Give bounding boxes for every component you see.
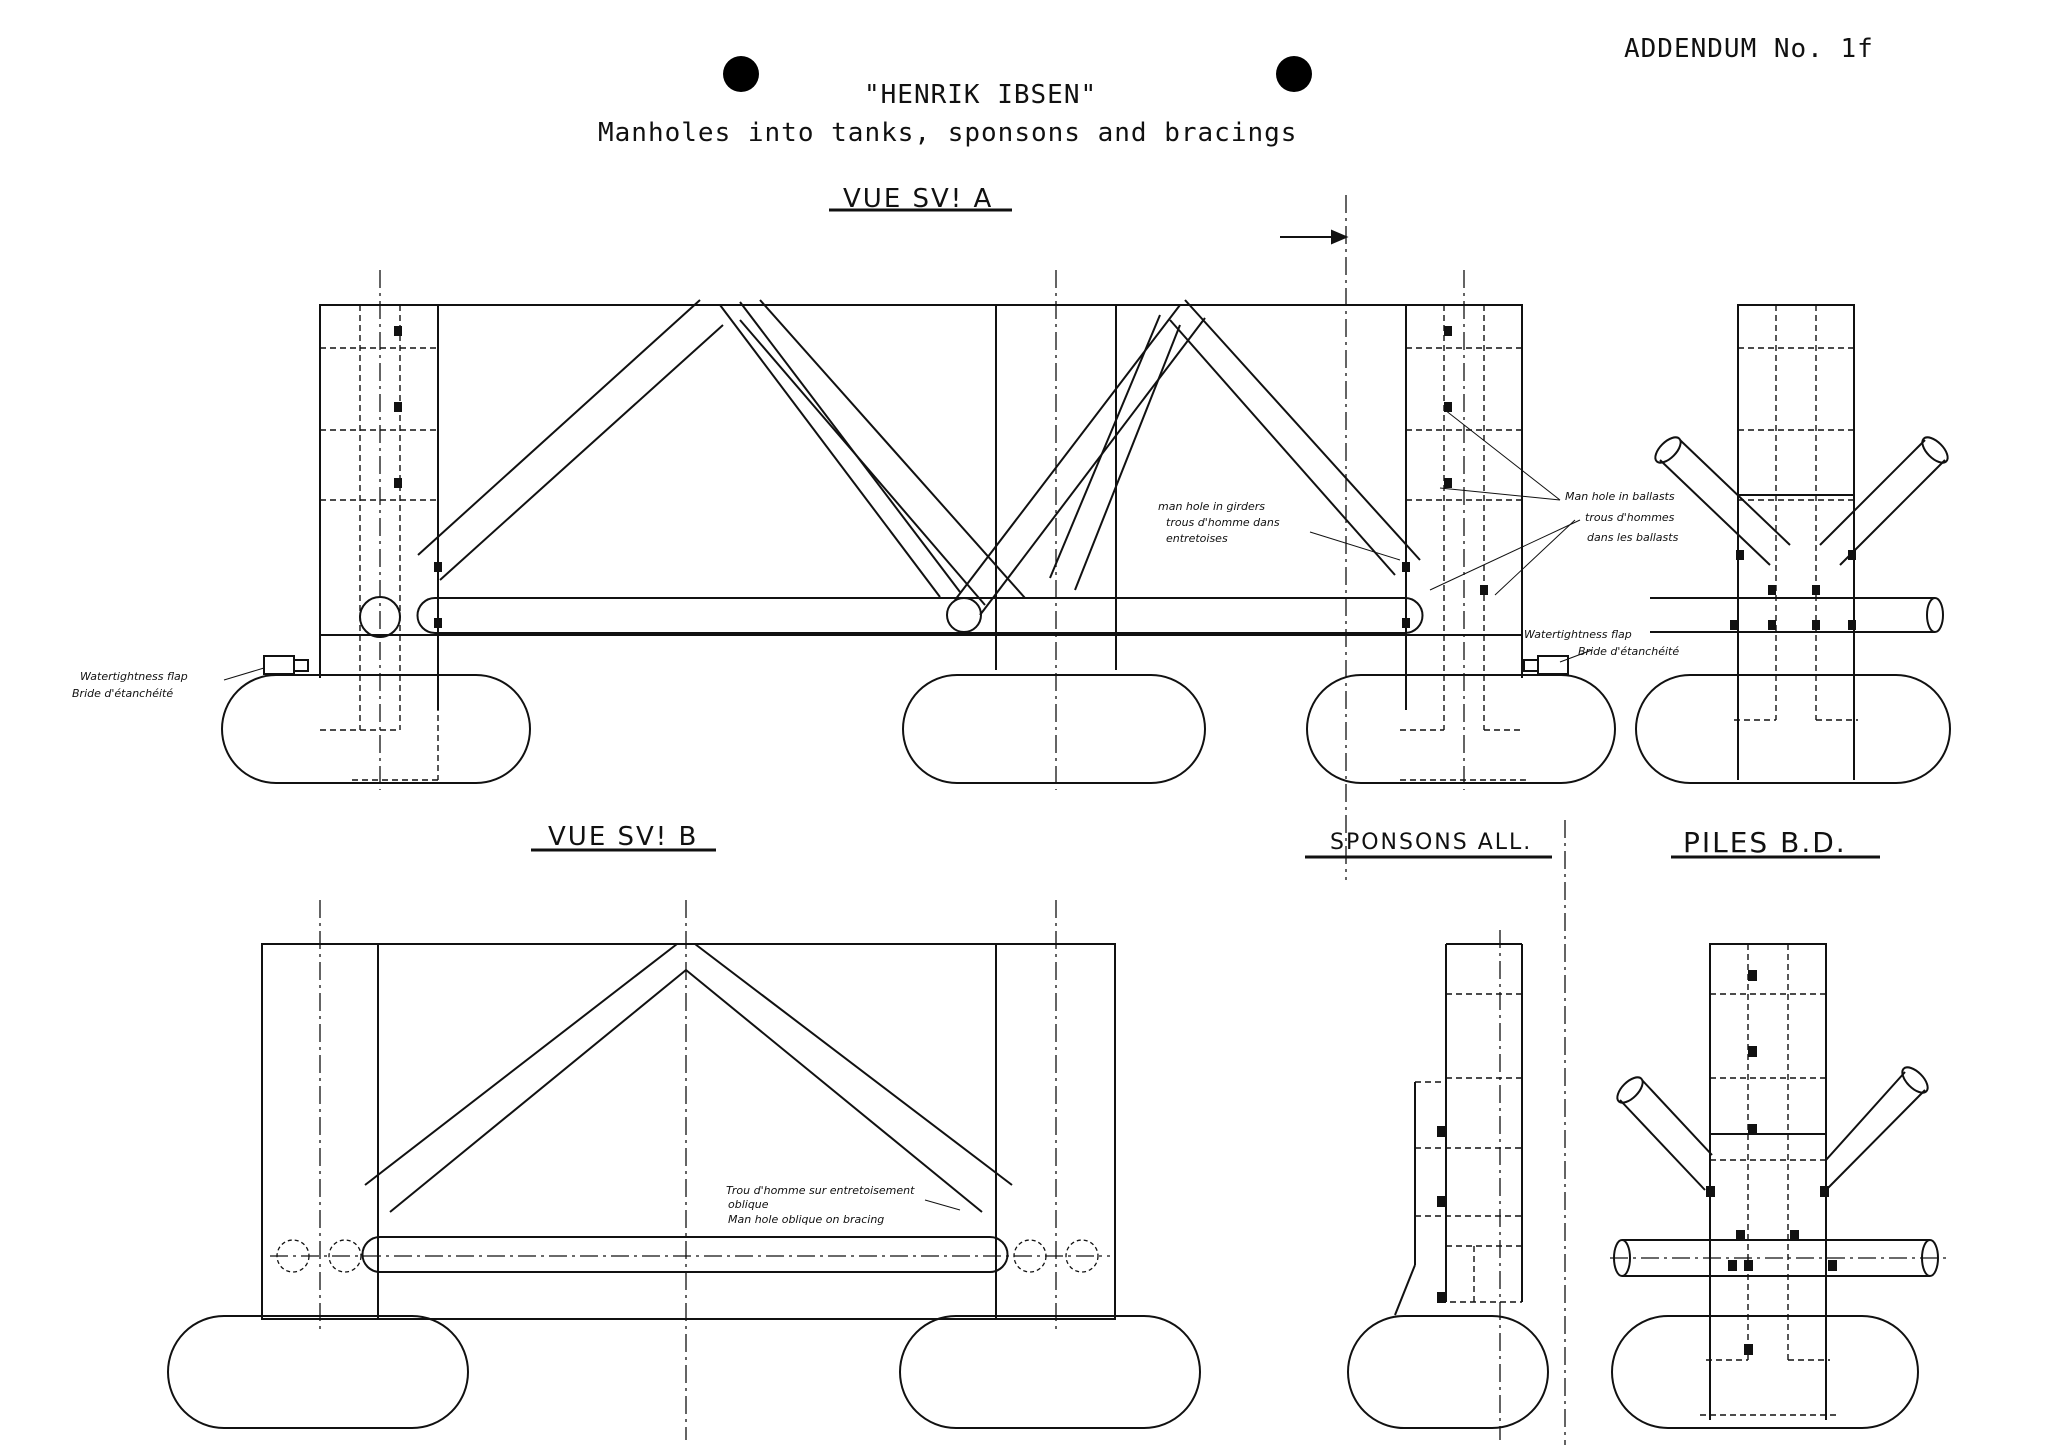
view-b-pontoon-right [899, 1315, 1201, 1429]
addendum-number: ADDENDUM No. 1f [1624, 34, 1874, 64]
annotation-bracing-fr-1: Trou d'homme sur entretoisement [726, 1184, 915, 1197]
sponson-manholes [1437, 1126, 1446, 1303]
view-a-hidden-lines [320, 305, 1530, 781]
piles-label: PILES B.D. [1683, 826, 1847, 859]
view-a-frame [319, 304, 1523, 636]
annotation-ballast-fr-1: trous d'hommes [1585, 511, 1675, 524]
pontoon-right [1306, 674, 1616, 784]
annotation-girders-fr-1: trous d'homme dans [1166, 516, 1280, 529]
punch-hole-left [723, 56, 759, 92]
sponsons-label: SPONSONS ALL. [1330, 830, 1533, 855]
pontoon-left [221, 674, 531, 784]
annotation-flap-right-en: Watertightness flap [1524, 628, 1632, 641]
view-a-manholes [394, 326, 1856, 630]
view-b-pontoon-left [167, 1315, 469, 1429]
view-a-pontoons [221, 674, 1951, 784]
view-b-frame [261, 943, 1116, 1320]
piles-pontoon [1611, 1315, 1919, 1429]
vessel-name: "HENRIK IBSEN" [864, 80, 1098, 110]
piles-view [1610, 943, 1950, 1429]
piles-manholes [1706, 970, 1837, 1355]
view-b [167, 900, 1201, 1440]
sponsons-view [1347, 820, 1566, 1445]
view-a-brace-end-center [946, 597, 982, 633]
view-a-bracings [359, 299, 1424, 638]
view-b-label: VUE SV! B [548, 822, 699, 852]
annotation-flap-right-fr: Bride d'étanchéité [1578, 645, 1679, 658]
view-a-end-column [1650, 304, 1949, 780]
annotation-girders-fr-2: entretoises [1166, 532, 1228, 545]
dimension-arrow [1280, 229, 1349, 245]
annotation-flap-left-fr: Bride d'étanchéité [72, 687, 173, 700]
watertightness-flaps [263, 655, 1569, 675]
drawing-annotations: man hole in girders trous d'homme dans e… [72, 490, 1679, 1226]
view-a-centerlines [379, 195, 1465, 880]
sponson-pontoon [1347, 1315, 1549, 1429]
punch-holes [723, 56, 1312, 92]
view-a-brace-end-left [359, 596, 401, 638]
leader-lines [223, 409, 1593, 681]
punch-hole-right [1276, 56, 1312, 92]
sheet-subtitle: Manholes into tanks, sponsons and bracin… [598, 118, 1298, 148]
pontoon-center [902, 674, 1206, 784]
annotation-flap-left-en: Watertightness flap [80, 670, 188, 683]
annotation-ballast-fr-2: dans les ballasts [1587, 531, 1679, 544]
pontoon-end-view [1635, 674, 1951, 784]
annotation-bracing-fr-2: oblique [728, 1198, 769, 1211]
annotation-girders-en: man hole in girders [1158, 500, 1265, 513]
annotation-ballast-en: Man hole in ballasts [1565, 490, 1675, 503]
annotation-bracing-en: Man hole oblique on bracing [728, 1213, 884, 1226]
view-a [221, 195, 1951, 880]
